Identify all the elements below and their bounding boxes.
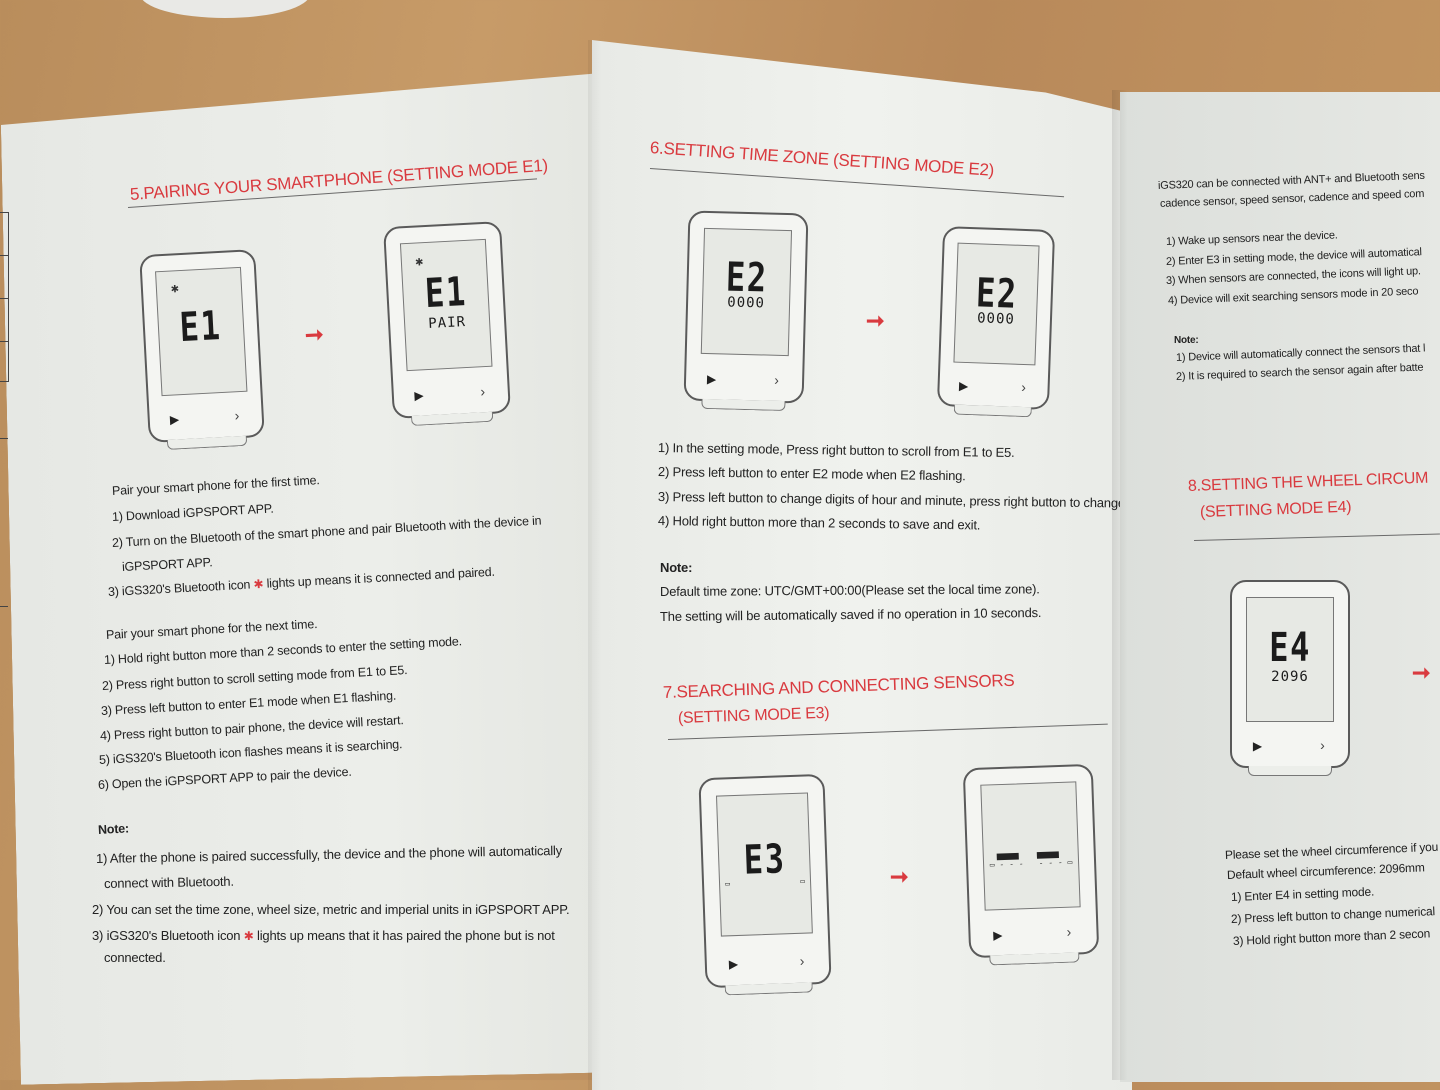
arrow-right-icon: ➞ xyxy=(304,321,325,348)
device-e2-flashing: E2 0000 ▶› xyxy=(936,226,1056,418)
bluetooth-icon: ✱ xyxy=(243,929,254,943)
device-e4: E4 2096 ▶› xyxy=(1230,580,1350,776)
battery-icon: - - - ▭ xyxy=(1038,857,1073,868)
bluetooth-icon: ✱ xyxy=(170,284,180,296)
battery-icon: ▭ - - - xyxy=(989,858,1024,869)
section8-line: 1) Enter E4 in setting mode. xyxy=(1230,884,1375,904)
section6-note-title: Note: xyxy=(660,560,693,575)
section5-note-line: connect with Bluetooth. xyxy=(103,873,234,891)
section5-note-title: Note: xyxy=(97,821,130,837)
chevron-right-icon: › xyxy=(234,407,240,424)
arrow-right-icon: ➞ xyxy=(866,308,885,333)
background-object xyxy=(140,0,310,18)
right-step: 3) When sensors are connected, the icons… xyxy=(1165,265,1422,287)
arrow-right-icon: ➞ xyxy=(1412,660,1431,685)
section5-note-line: 3) iGS320's Bluetooth icon ✱ lights up m… xyxy=(92,928,555,943)
right-step: 1) Wake up sensors near the device. xyxy=(1165,229,1338,248)
play-icon: ▶ xyxy=(414,388,425,403)
edge-mark xyxy=(0,438,8,439)
chevron-right-icon: › xyxy=(479,382,486,400)
right-intro-line: cadence sensor, speed sensor, cadence an… xyxy=(1159,187,1425,210)
section6-note-line: Default time zone: UTC/GMT+00:00(Please … xyxy=(659,581,1040,599)
play-icon: ▶ xyxy=(728,956,739,971)
edge-mark xyxy=(0,606,8,607)
chevron-right-icon: › xyxy=(1320,737,1325,754)
play-icon: ▶ xyxy=(169,412,180,427)
play-icon: ▶ xyxy=(706,371,717,387)
section5-note-line: 2) You can set the time zone, wheel size… xyxy=(92,902,570,917)
section8-line: Please set the wheel circumference if yo… xyxy=(1224,839,1439,862)
arrow-right-icon: ➞ xyxy=(890,864,909,889)
right-note-line: 2) It is required to search the sensor a… xyxy=(1175,361,1424,383)
section5-note-line: connected. xyxy=(104,950,166,965)
chevron-right-icon: › xyxy=(1021,378,1027,395)
right-note-title: Note: xyxy=(1174,335,1199,346)
chevron-right-icon: › xyxy=(799,952,805,969)
play-icon: ▶ xyxy=(958,378,969,393)
play-icon: ▶ xyxy=(992,928,1003,943)
section8-line: 3) Hold right button more than 2 secon xyxy=(1232,926,1431,948)
device-e1-pair: ✱ E1 PAIR ▶› xyxy=(383,221,511,427)
device-e2: E2 0000 ▶› xyxy=(683,210,809,412)
device-e3: E3 ▭▭ ▶› xyxy=(698,773,832,996)
chevron-right-icon: › xyxy=(774,371,780,388)
device-e3-searching: ▬ ▬ ▭ - - -- - - ▭ ▶› xyxy=(962,763,1100,966)
table-fragment xyxy=(0,212,9,382)
section8-line: Default wheel circumference: 2096mm xyxy=(1226,860,1425,882)
right-step: 4) Device will exit searching sensors mo… xyxy=(1167,285,1419,307)
bluetooth-icon: ✱ xyxy=(414,257,424,269)
chevron-right-icon: › xyxy=(1066,923,1072,940)
battery-icon: ▭ xyxy=(724,879,731,889)
section8-line: 2) Press left button to change numerical xyxy=(1230,904,1436,926)
battery-icon: ▭ xyxy=(799,876,806,887)
device-e1: ✱ E1 ▶› xyxy=(139,249,265,450)
play-icon: ▶ xyxy=(1252,739,1263,754)
bluetooth-icon: ✱ xyxy=(253,576,264,592)
